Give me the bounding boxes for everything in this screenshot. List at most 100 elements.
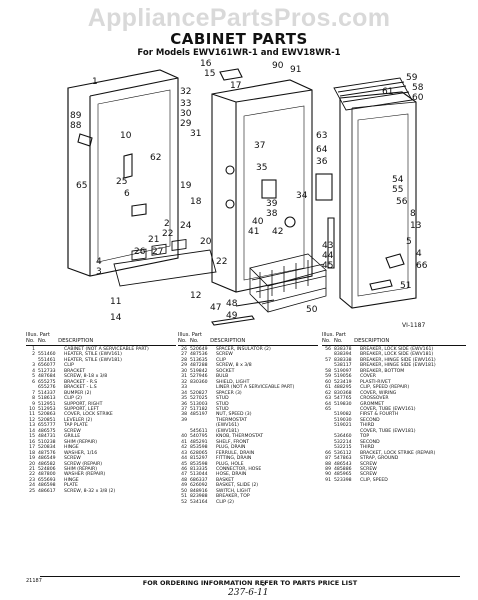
part-number: 519056: [334, 374, 352, 380]
part-number: 655276: [38, 385, 56, 391]
callout: 63: [316, 131, 327, 141]
part-description: (EWV161): [216, 423, 239, 429]
part-description: WASHER, 1/16: [64, 450, 98, 456]
illus-number: 2: [32, 352, 35, 358]
part-description: SCREW: [360, 472, 377, 478]
part-description: SHIM (REPAIR): [64, 466, 97, 472]
part-number: 512953: [38, 406, 56, 412]
part-description: KNOB, THERMOSTAT: [216, 434, 264, 440]
part-number: 532214: [334, 439, 352, 445]
part-number: 655777: [38, 423, 56, 429]
illus-number: 50: [181, 488, 187, 494]
illus-number: 49: [181, 483, 187, 489]
callout: 31: [190, 129, 201, 139]
callout: 42: [272, 227, 283, 237]
callout: 35: [256, 163, 267, 173]
illus-number: 31: [181, 374, 187, 380]
callout: 55: [392, 185, 403, 195]
illus-number: 46: [181, 466, 187, 472]
callout: 45: [322, 261, 333, 271]
callout: 3: [96, 267, 102, 277]
part-number: 485197: [190, 412, 208, 418]
callout: 91: [290, 65, 301, 75]
part-number: 838394: [334, 352, 352, 358]
callout: 36: [316, 157, 328, 167]
part-number: 486617: [38, 488, 56, 494]
part-number: 547765: [334, 396, 352, 402]
callout: 20: [200, 237, 212, 247]
figure-code: VI-1187: [402, 322, 426, 329]
illus-number: 1: [32, 347, 35, 352]
callout: 62: [150, 153, 161, 163]
ordering-footer: FOR ORDERING INFORMATION REFER TO PARTS …: [40, 576, 460, 587]
part-description: CLIP: [64, 363, 74, 369]
callout: 18: [190, 197, 202, 207]
part-number: 628065: [190, 450, 208, 456]
illus-number: 27: [181, 352, 187, 358]
illus-number: 62: [325, 390, 331, 396]
callout: 22: [216, 257, 227, 267]
part-number: 487288: [190, 363, 208, 369]
callout: 13: [410, 221, 421, 231]
illus-number: 26: [181, 347, 187, 352]
illus-number: 48: [181, 477, 187, 483]
part-description: NUT, SPEED (3): [216, 412, 252, 418]
callout: 58: [412, 83, 424, 93]
part-description: SHELF, FRONT: [216, 439, 250, 445]
illus-number: 28: [181, 357, 187, 363]
part-description: CLIP (2): [64, 396, 82, 402]
part-number: 487684: [38, 374, 56, 380]
illus-number: 22: [29, 472, 35, 478]
illus-number: 4: [32, 368, 35, 374]
part-description: BREAKER, LOCK SIDE (EWV161): [360, 347, 434, 352]
callout: 49: [226, 311, 238, 321]
part-description: SHIM (REPAIR): [64, 439, 97, 445]
callout: 59: [406, 73, 418, 83]
part-number: 487800: [38, 472, 56, 478]
part-description: HOSE, DRAIN: [216, 472, 247, 478]
part-number: 536112: [334, 450, 352, 456]
part-description: THIRD: [360, 445, 375, 451]
illus-number: 36: [181, 401, 187, 407]
exploded-parts-diagram: 1 16 15 17 32 33 30 29 31 89 88 10 62 25…: [67, 59, 428, 326]
part-number: 485886: [334, 466, 352, 472]
part-number: 520649: [190, 347, 208, 352]
part-number: 510238: [38, 439, 56, 445]
callout: 48: [226, 299, 238, 309]
part-description: WASHER (REPAIR): [64, 472, 106, 478]
part-description: LINER (NOT A SERVICEABLE PART): [216, 385, 295, 391]
part-number: 519097: [334, 368, 352, 374]
illus-number: 66: [325, 450, 331, 456]
part-number: 518613: [38, 396, 56, 402]
illus-number: 19: [29, 456, 35, 462]
illus-number: 64: [325, 401, 331, 407]
part-description: LEVELER (2): [64, 417, 93, 423]
callout: 90: [272, 61, 284, 71]
illus-number: 91: [325, 477, 331, 483]
illus-number: 3: [32, 363, 35, 369]
